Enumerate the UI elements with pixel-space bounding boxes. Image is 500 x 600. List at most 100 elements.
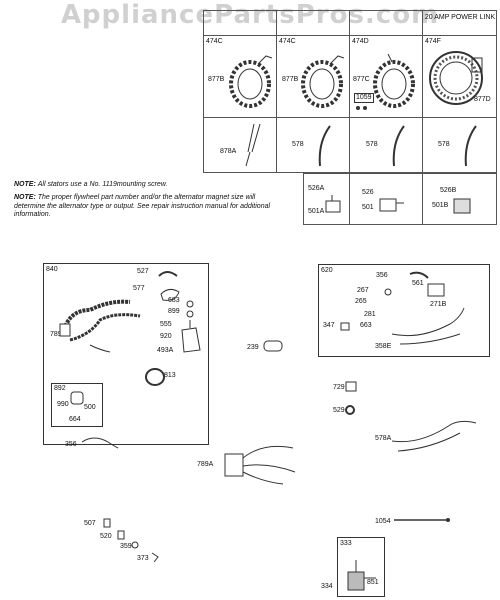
note-text: All stators use a No. 1119mounting screw… [37, 181, 168, 188]
part-label-265: 265 [355, 298, 367, 305]
lead-label: 578 [292, 141, 304, 148]
stator-ring-icon [229, 55, 273, 108]
part-label-267: 267 [357, 287, 369, 294]
table-divider [203, 117, 497, 118]
stator-label: 877B [282, 76, 299, 83]
part-label-899: 899 [168, 308, 180, 315]
group-840-label: 840 [46, 266, 58, 273]
nut-icon [340, 322, 350, 331]
switch-assembly-icon [181, 300, 201, 353]
note-label: NOTE: [14, 181, 36, 188]
part-label-813: 813 [164, 372, 176, 379]
table-divider [203, 35, 497, 36]
stator-ring-icon [373, 53, 415, 108]
part-label-683: 683 [168, 297, 180, 304]
part-label-527: 527 [137, 268, 149, 275]
part-label-356: 356 [376, 272, 388, 279]
watermark: AppliancePartsPros.com [60, 0, 440, 30]
regulator-label: 501 [362, 204, 374, 211]
table-divider [349, 10, 350, 173]
part-label-520: 520 [100, 533, 112, 540]
part-label-578A: 578A [375, 435, 392, 442]
note-text: The proper flywheel part number and/or t… [14, 194, 271, 218]
connector-icon [70, 391, 84, 405]
rectifier-icon [347, 560, 376, 591]
regulator-label: 526 [362, 189, 374, 196]
part-label-493A: 493A [157, 347, 174, 354]
regulator-label: 501B [432, 202, 449, 209]
wiring-harness-icon [59, 299, 141, 353]
part-label-789: 789 [50, 331, 62, 338]
column-header: 20 AMP POWER LINK [424, 14, 496, 21]
power-link-stator-icon [429, 51, 483, 105]
kit-label: 474C [279, 38, 296, 45]
note-label: NOTE: [14, 194, 36, 201]
stator-ring-icon [301, 55, 345, 108]
stator-label: 877D [474, 96, 491, 103]
part-label-1054: 1054 [375, 518, 391, 525]
lead-wire-icon [318, 125, 331, 167]
part-label-990: 990 [57, 401, 69, 408]
part-label-555: 555 [160, 321, 172, 328]
group-333-label: 333 [340, 540, 352, 547]
rod-icon [394, 518, 450, 522]
part-label-281: 281 [364, 311, 376, 318]
table-divider [276, 10, 277, 173]
regulator-icon [325, 195, 341, 213]
regulator-label: 526A [308, 185, 325, 192]
note-flywheel: NOTE: The proper flywheel part number an… [14, 194, 274, 220]
small-parts-icon [103, 518, 159, 563]
relay-icon [384, 271, 445, 297]
part-label-347: 347 [323, 322, 335, 329]
ground-wire-icon [81, 437, 119, 449]
group-892-frame [51, 383, 103, 427]
kit-label: 474D [352, 38, 369, 45]
grommet-icon [345, 405, 355, 415]
part-label-334: 334 [321, 583, 333, 590]
lead-label: 578 [366, 141, 378, 148]
part-label-358E: 358E [375, 343, 392, 350]
lead-wire-icon [245, 123, 261, 167]
regulator-icon [379, 198, 404, 212]
stator-label: 877C [353, 76, 370, 83]
part-label-356-b: 356 [65, 441, 77, 448]
part-label-561: 561 [412, 280, 424, 287]
wire-loop-icon [391, 307, 465, 345]
extra-part-label: 1059 [354, 93, 374, 103]
part-label-359: 359 [120, 543, 132, 550]
lead-wire-icon [392, 125, 405, 167]
harness-wire-icon [391, 420, 477, 452]
group-892-label: 892 [54, 385, 66, 392]
note-screw: NOTE: All stators use a No. 1119mounting… [14, 181, 304, 190]
part-label-529: 529 [333, 407, 345, 414]
part-label-271B: 271B [430, 301, 447, 308]
table-divider [422, 10, 423, 173]
part-label-664: 664 [69, 416, 81, 423]
group-620-frame [318, 264, 490, 357]
alternator-table [203, 10, 497, 173]
part-label-789A: 789A [197, 461, 214, 468]
small-screws-icon [356, 106, 367, 110]
lead-wire-icon [464, 125, 477, 167]
table-divider [422, 173, 423, 225]
part-label-851: 851 [367, 579, 379, 586]
group-620-label: 620 [321, 267, 333, 274]
fuse-holder-icon [263, 340, 283, 352]
plug-icon [345, 381, 357, 392]
regulator-label: 501A [308, 208, 325, 215]
lead-label: 878A [220, 148, 237, 155]
kit-label: 474F [425, 38, 441, 45]
part-label-577: 577 [133, 285, 145, 292]
regulator-table [303, 173, 497, 225]
regulator-label: 526B [440, 187, 457, 194]
harness-assembly-icon [224, 445, 296, 485]
clamp-icon [158, 271, 180, 301]
stator-label: 877B [208, 76, 225, 83]
group-333-frame [337, 537, 385, 597]
lead-label: 578 [438, 141, 450, 148]
part-label-373: 373 [137, 555, 149, 562]
part-label-920: 920 [160, 333, 172, 340]
part-label-239: 239 [247, 344, 259, 351]
group-840-frame [43, 263, 209, 445]
kit-label: 474C [206, 38, 223, 45]
